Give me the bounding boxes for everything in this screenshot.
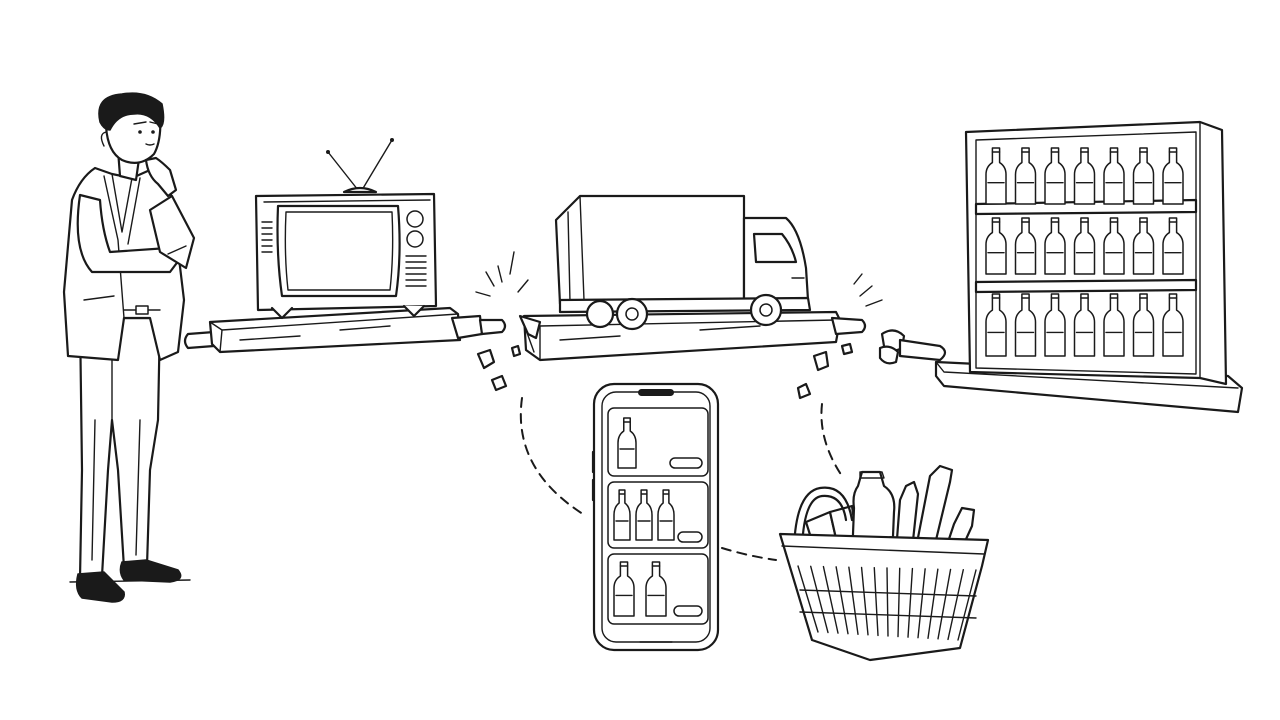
shelf-bottle xyxy=(1132,147,1155,205)
basket-slot xyxy=(810,565,829,634)
truck-stone-block xyxy=(518,310,842,362)
shelf-bottle xyxy=(1132,217,1155,275)
shelf-bottle xyxy=(1103,147,1125,205)
shelf-bottle xyxy=(1103,293,1125,357)
thinking-businessman xyxy=(62,92,196,603)
shelf-bottle xyxy=(985,217,1007,275)
basket-slot xyxy=(835,566,849,635)
television-link xyxy=(183,138,507,354)
break-marks-tv-truck xyxy=(475,251,529,392)
basket-slot xyxy=(947,569,964,641)
shelf-chain-link xyxy=(878,329,947,365)
basket-slot xyxy=(848,566,859,635)
shelf-bottle xyxy=(1044,217,1066,275)
person-head xyxy=(98,92,178,198)
shelf-bottle xyxy=(1073,147,1096,205)
shelf-bottle xyxy=(1162,293,1184,357)
app-product-bottles xyxy=(613,417,675,617)
app-add-button xyxy=(669,457,703,469)
truck-link xyxy=(518,194,867,362)
tv-block-left-rod xyxy=(183,330,216,350)
basket-handle xyxy=(792,486,854,550)
tv-stone-block xyxy=(208,306,462,354)
alternative-path xyxy=(519,397,843,561)
shelf-bottle xyxy=(1014,147,1037,205)
basket-slot xyxy=(927,568,939,639)
basket-band xyxy=(799,611,977,619)
shelf-bottle xyxy=(1014,293,1037,357)
debris-chunk xyxy=(812,350,830,372)
television xyxy=(254,138,438,320)
basket-slots xyxy=(797,565,977,641)
shelf-bottle xyxy=(1162,217,1184,275)
person-trousers xyxy=(78,316,162,580)
shelf-bottle xyxy=(1073,217,1096,275)
retail-shelf-link xyxy=(878,120,1244,414)
basket-slot xyxy=(917,568,926,639)
shelf-bottles xyxy=(985,147,1184,357)
smartphone-shopping-app xyxy=(591,382,720,652)
debris-chunk xyxy=(490,374,508,392)
dashed-path-to-basket xyxy=(820,403,843,477)
debris-chunk xyxy=(476,348,496,370)
person-arms xyxy=(76,193,196,274)
shelf-bottle xyxy=(1162,147,1184,205)
shelf-bottle xyxy=(985,293,1007,357)
debris-chunk xyxy=(840,342,854,356)
debris-chunk xyxy=(796,382,812,400)
app-add-button xyxy=(677,531,703,543)
app-add-button xyxy=(673,605,703,617)
basket-slot xyxy=(897,567,901,638)
app-bottle xyxy=(613,561,635,617)
app-bottle xyxy=(645,561,667,617)
phone-notch xyxy=(638,389,674,396)
shopping-basket xyxy=(778,464,990,662)
basket-slot xyxy=(937,568,952,640)
basket-slot xyxy=(797,565,819,633)
shelf-bottle xyxy=(1044,147,1066,205)
basket-body xyxy=(778,532,990,662)
truck-block-right-rod xyxy=(830,316,867,336)
shelf-bottle xyxy=(985,147,1007,205)
shelf-bottle xyxy=(1044,293,1066,357)
debris-chunk xyxy=(510,344,522,358)
basket-handle-inner xyxy=(800,494,848,550)
basket-slot xyxy=(886,567,889,637)
basket-slot xyxy=(822,565,839,634)
delivery-truck xyxy=(554,194,812,331)
basket-band xyxy=(799,589,977,597)
tv-block-right-clamp xyxy=(450,314,507,340)
app-bottle xyxy=(617,417,637,469)
person-shoes xyxy=(75,559,182,603)
app-bottle xyxy=(635,489,653,541)
shelf-bottle xyxy=(1073,293,1096,357)
basket-slot xyxy=(860,566,869,636)
shelf-bottle xyxy=(1103,217,1125,275)
break-marks-truck-shelf xyxy=(796,273,883,400)
shelf-bottle xyxy=(1132,293,1155,357)
basket-slot xyxy=(873,567,879,637)
dashed-path-to-phone xyxy=(519,397,587,517)
shelf-bottle xyxy=(1014,217,1037,275)
app-bottle xyxy=(657,489,675,541)
basket-slot xyxy=(957,569,977,641)
dashed-path-phone-basket xyxy=(721,547,777,561)
app-bottle xyxy=(613,489,631,541)
shelf-board xyxy=(974,278,1198,294)
basket-slot xyxy=(907,567,914,638)
tall-bottle xyxy=(914,464,954,550)
